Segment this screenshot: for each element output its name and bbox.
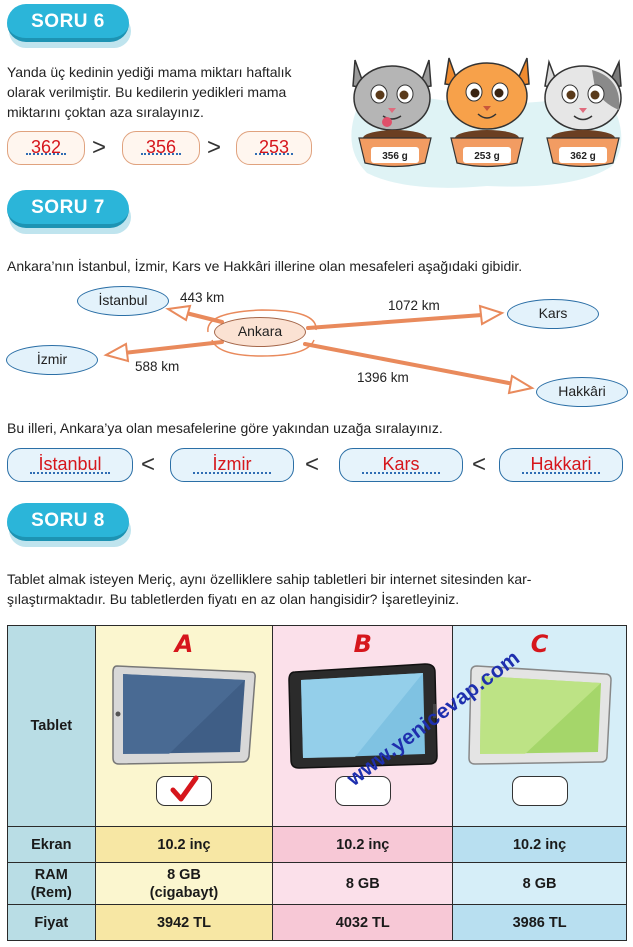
soru8-text: Tablet almak isteyen Meriç, aynı özellik… [7, 571, 532, 607]
column-letter-b: B [353, 630, 372, 658]
distance-arrows [103, 304, 535, 395]
row-label-ekran: Ekran [7, 826, 96, 863]
tablet-c-icon [467, 665, 612, 765]
less-than-sign: < [141, 451, 156, 478]
table-row-fiyat: Fiyat 3942 TL 4032 TL 3986 TL [7, 904, 627, 941]
soru7-answer-1[interactable]: İstanbul [7, 448, 133, 482]
row-label-ram: RAM (Rem) [7, 862, 96, 905]
tablet-b-icon [288, 663, 438, 769]
ram-b: 8 GB [272, 862, 454, 905]
table-row-tablet: Tablet A B [7, 625, 627, 827]
cat-grey-icon [352, 59, 432, 131]
soru6-answer-1[interactable]: 362 [7, 131, 85, 165]
tablet-a-checkbox[interactable] [155, 775, 212, 806]
ekran-a: 10.2 inç [94, 826, 274, 863]
ram-a: 8 GB (cigabayt) [94, 862, 274, 905]
cats-illustration: 356 g 253 g 362 g [351, 57, 622, 188]
distance-istanbul: 443 km [180, 290, 225, 305]
tablet-comparison-table: Tablet A B [7, 625, 627, 941]
city-kars: Kars [507, 299, 599, 329]
column-letter-c: C [530, 630, 549, 658]
row-label-fiyat: Fiyat [7, 904, 96, 941]
city-ankara: Ankara [214, 317, 306, 347]
row-label-tablet: Tablet [7, 625, 96, 827]
table-row-ekran: Ekran 10.2 inç 10.2 inç 10.2 inç [7, 826, 627, 863]
soru7-question: Bu illeri, Ankara’ya olan mesafelerine g… [7, 420, 443, 436]
soru6-answer-3[interactable]: 253 [236, 131, 312, 165]
soru7-badge: SORU 7 [7, 190, 131, 234]
bowl-2-weight: 253 g [474, 151, 500, 162]
less-than-sign: < [472, 451, 487, 478]
distance-kars: 1072 km [388, 298, 440, 313]
cell-tablet-c: C [452, 625, 627, 827]
soru6-badge: SORU 6 [7, 4, 131, 48]
cat-orange-icon [444, 57, 530, 130]
city-hakkari: Hakkâri [536, 377, 628, 407]
fiyat-c: 3986 TL [452, 904, 627, 941]
ekran-c: 10.2 inç [452, 826, 627, 863]
table-row-ram: RAM (Rem) 8 GB (cigabayt) 8 GB 8 GB [7, 862, 627, 905]
soru6-answer-2[interactable]: 356 [122, 131, 200, 165]
ekran-b: 10.2 inç [272, 826, 454, 863]
fiyat-a: 3942 TL [94, 904, 274, 941]
soru7-answer-4[interactable]: Hakkari [499, 448, 623, 482]
soru7-text: Ankara’nın İstanbul, İzmir, Kars ve Hakk… [7, 258, 523, 274]
soru8-badge: SORU 8 [7, 503, 131, 547]
bowl-3-weight: 362 g [570, 151, 596, 162]
bowl-1-weight: 356 g [382, 151, 408, 162]
cat-white-icon [544, 59, 622, 131]
soru7-answer-3[interactable]: Kars [339, 448, 463, 482]
tablet-a-icon [112, 665, 256, 765]
soru6-text: Yanda üç kedinin yediği mama miktarı haf… [7, 64, 292, 120]
greater-than-sign: > [207, 134, 222, 161]
soru7-answer-2[interactable]: İzmir [170, 448, 294, 482]
fiyat-b: 4032 TL [272, 904, 454, 941]
column-letter-a: A [174, 630, 194, 658]
less-than-sign: < [305, 451, 320, 478]
city-izmir: İzmir [6, 345, 98, 375]
tablet-b-checkbox[interactable] [334, 776, 391, 806]
distance-hakkari: 1396 km [357, 370, 409, 385]
cell-tablet-b: B [272, 625, 454, 827]
greater-than-sign: > [92, 134, 107, 161]
city-istanbul: İstanbul [77, 286, 169, 316]
checkmark-icon [170, 775, 199, 802]
cell-tablet-a: A [94, 625, 274, 827]
tablet-c-checkbox[interactable] [511, 776, 568, 806]
distance-izmir: 588 km [135, 359, 180, 374]
ram-c: 8 GB [452, 862, 627, 905]
